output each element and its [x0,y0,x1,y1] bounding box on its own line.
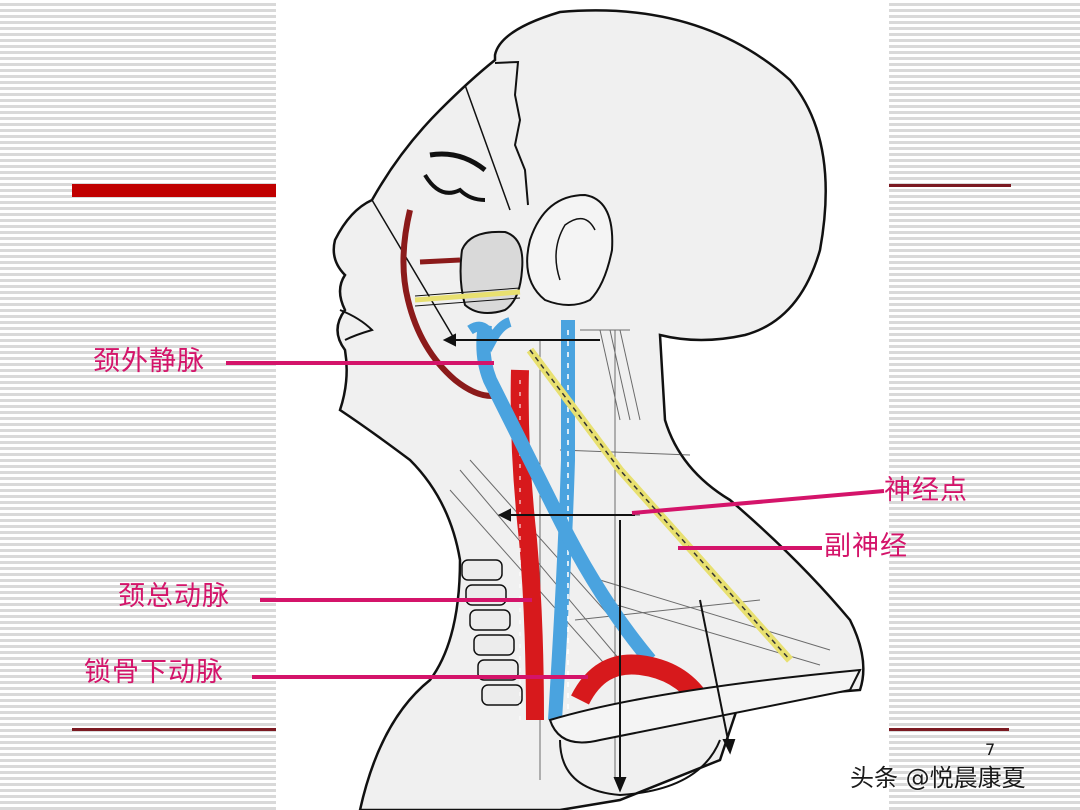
leader-common-carotid-artery [260,598,532,602]
ear [526,193,614,306]
head-outline [332,9,865,810]
label-external-jugular-vein: 颈外静脉 [93,346,205,377]
page-number: 7 [985,740,996,759]
subclavian-artery [571,654,709,706]
facial-artery [400,209,501,399]
direction-arrows [442,333,736,793]
parotid-gland [459,230,524,315]
top-right-thin-rule [889,184,1011,187]
eye [429,151,487,172]
leader-accessory-nerve [678,546,822,550]
bottom-left-thin-rule [72,728,276,731]
watermark: 头条 @悦晨康夏 [850,764,1026,792]
label-accessory-nerve: 副神经 [824,531,908,562]
right-striped-panel [889,0,1080,810]
label-nerve-point: 神经点 [884,475,968,506]
skull-line [494,60,529,206]
neck-anatomy-illustration [276,0,889,810]
label-subclavian-artery: 锁骨下动脉 [84,657,224,688]
leader-external-jugular-vein [226,361,494,365]
clavicle [548,668,862,744]
top-left-accent-bar [72,184,276,197]
left-striped-panel [0,0,276,810]
leader-nerve-point [631,489,885,515]
common-carotid-artery [510,369,544,721]
leader-subclavian-artery [252,675,588,679]
label-common-carotid-artery: 颈总动脉 [118,581,230,612]
bottom-right-thin-rule [889,728,1009,731]
